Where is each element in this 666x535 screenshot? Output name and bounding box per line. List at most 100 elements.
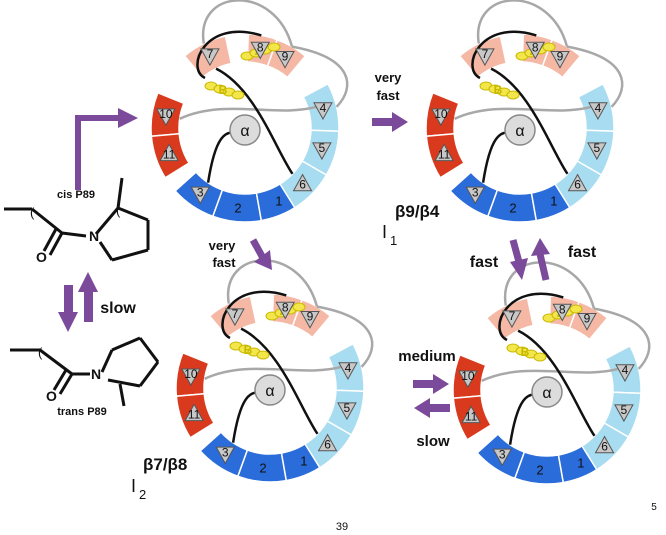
strand-number: 2	[536, 463, 543, 478]
strand-marker-6: 6	[292, 173, 313, 192]
strand-segment-2	[513, 451, 565, 485]
strand-triangle	[587, 142, 607, 161]
strand-triangle	[461, 405, 481, 424]
strand-triangle	[588, 102, 608, 121]
svg-text:β7/β8: β7/β8	[143, 455, 187, 474]
alpha-helix-label: α	[515, 123, 524, 140]
helix-b-label: B	[244, 343, 253, 357]
intermediate-1-label: β9/β4 I 1	[382, 202, 440, 248]
strand-number: 4	[595, 101, 602, 115]
strand-triangle	[567, 173, 588, 192]
loop-mid	[454, 105, 592, 120]
loop-8	[196, 30, 262, 80]
strand-marker-7: 7	[200, 47, 220, 67]
svg-text:I: I	[131, 476, 136, 496]
strand-number: 6	[324, 438, 331, 452]
loops-grey	[179, 0, 349, 120]
state-bottom-right: αAB7891011321456	[452, 261, 651, 485]
strand-triangle	[458, 370, 478, 389]
strand-marker-3: 3	[465, 185, 486, 205]
strand-number: 7	[207, 47, 214, 61]
strand-marker-1: 1	[577, 456, 584, 471]
strand-triangle	[434, 143, 454, 162]
strand-marker-3: 3	[190, 185, 211, 205]
strand-triangle	[492, 448, 513, 467]
strand-number: 6	[574, 178, 581, 192]
strand-number: 3	[197, 185, 204, 199]
strand-marker-5: 5	[614, 403, 634, 423]
strand-marker-7: 7	[225, 307, 245, 327]
strand-number: 10	[159, 107, 173, 121]
strand-marker-3: 3	[215, 445, 236, 465]
helix-b-label: B	[521, 345, 530, 359]
strand-number: 5	[344, 401, 351, 415]
alpha-helix-label: α	[240, 123, 249, 140]
strand-number: 1	[577, 456, 584, 471]
strand-marker-8: 8	[275, 300, 296, 320]
strand-number: 5	[594, 141, 601, 155]
strand-marker-10: 10	[156, 107, 176, 127]
strand-number: 5	[319, 141, 326, 155]
strand-triangle	[275, 51, 295, 69]
strand-marker-8: 8	[525, 40, 546, 60]
loop-7-6	[240, 327, 319, 435]
strand-number: 4	[345, 361, 352, 375]
intermediate-2-label: β7/β8 I 2	[131, 455, 187, 502]
very-fast-top-label-1: very	[375, 70, 403, 85]
strand-marker-10: 10	[181, 367, 201, 387]
strand-marker-9: 9	[577, 312, 597, 331]
alpha-helix	[531, 376, 563, 408]
strand-number: 1	[300, 454, 307, 469]
strand-triangle	[431, 108, 451, 127]
strand-marker-11: 11	[434, 143, 454, 162]
trans-proline-structure	[10, 336, 160, 407]
strand-triangle	[215, 446, 236, 465]
strand-marker-10: 10	[458, 369, 478, 389]
strand-marker-5: 5	[312, 141, 332, 161]
strand-marker-2: 2	[536, 463, 543, 478]
loop-8	[471, 30, 537, 80]
very-fast-left-label-1: very	[209, 238, 237, 253]
strand-marker-5: 5	[337, 401, 357, 421]
helix-b: B	[506, 343, 547, 362]
strand-number: 2	[509, 201, 516, 216]
strand-triangle	[313, 102, 333, 121]
slow-left-arrow	[414, 398, 450, 418]
strand-number: 10	[184, 367, 198, 381]
strand-marker-4: 4	[615, 363, 635, 383]
loop-right	[593, 307, 651, 370]
strand-segment-2	[211, 189, 263, 223]
very-fast-top-label-2: fast	[376, 88, 400, 103]
helix-b-turn	[231, 90, 245, 100]
very-fast-top-arrow	[372, 112, 408, 132]
svg-text:I: I	[382, 222, 387, 242]
strand-number: 8	[282, 300, 289, 314]
strand-number: 8	[532, 40, 539, 54]
strand-triangle	[317, 433, 338, 452]
trans-N-atom: N	[91, 366, 101, 382]
strand-number: 9	[307, 310, 314, 324]
loop-top	[201, 0, 294, 47]
strand-number: 7	[232, 307, 239, 321]
strand-triangle	[614, 404, 634, 423]
strand-triangle	[312, 142, 332, 161]
strand-triangle	[615, 364, 635, 383]
strand-marker-9: 9	[300, 310, 320, 329]
strand-marker-11: 11	[461, 405, 481, 424]
helix-b-turn	[533, 352, 547, 362]
svg-text:2: 2	[139, 487, 146, 502]
strand-number: 9	[282, 50, 289, 64]
state-top-right: αAB7891011321456	[425, 0, 624, 223]
strand-triangle	[250, 41, 271, 60]
strand-marker-8: 8	[552, 302, 573, 322]
loop-right	[566, 45, 624, 108]
helix-a-turn	[292, 302, 306, 312]
strand-number: 7	[509, 309, 516, 323]
trans-label: trans P89	[57, 406, 107, 418]
slow-iso-label: slow	[100, 300, 136, 317]
strand-triangle	[225, 308, 245, 327]
strand-number: 10	[461, 369, 475, 383]
loop-mid	[481, 367, 619, 382]
very-fast-left-label-2: fast	[212, 255, 236, 270]
state-bottom-left: αAB7891011321456	[175, 259, 374, 483]
